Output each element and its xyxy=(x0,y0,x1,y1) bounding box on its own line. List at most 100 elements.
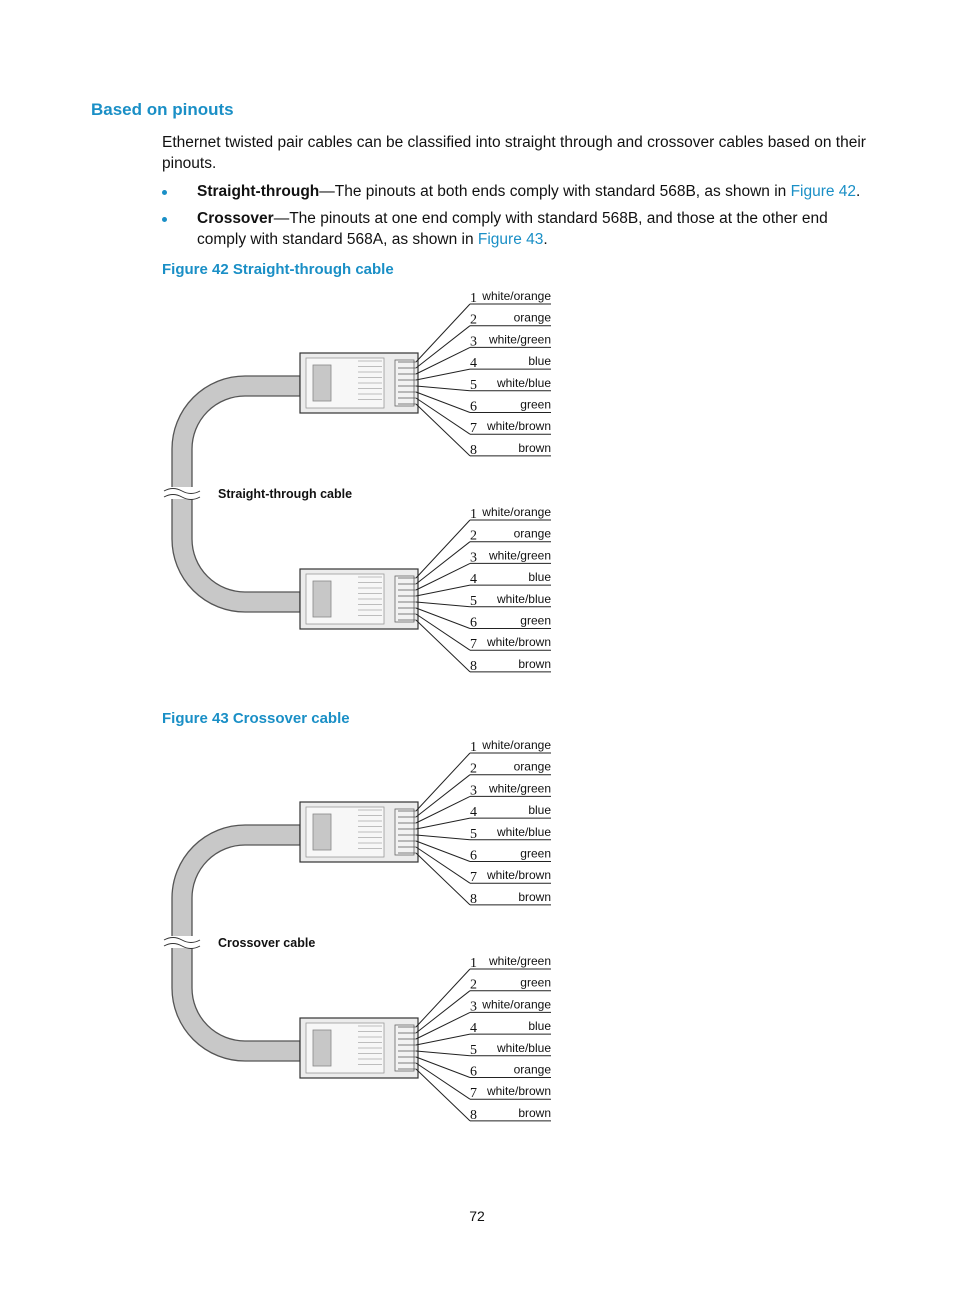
pin-number: 8 xyxy=(470,892,477,907)
bullet-text: —The pinouts at one end comply with stan… xyxy=(197,210,828,248)
wire-line xyxy=(415,846,471,884)
pin-color-label: brown xyxy=(518,1106,551,1120)
wire-line xyxy=(415,1068,471,1122)
crossover-cable-diagram: Crossover cable 1 white/orange 2 orange 3 whit… xyxy=(163,739,552,1123)
wire-line xyxy=(415,397,471,435)
pin-number: 7 xyxy=(470,1086,477,1101)
wire-line xyxy=(415,1011,471,1040)
list-item: Straight-through—The pinouts at both end… xyxy=(162,181,872,202)
wire-line xyxy=(415,834,471,841)
bullet-term: Crossover xyxy=(197,210,274,227)
wire-line xyxy=(415,613,471,651)
bullet-term: Straight-through xyxy=(197,183,320,200)
wire-line xyxy=(415,607,471,629)
wire-line xyxy=(415,346,471,375)
pin-color-label: white/green xyxy=(488,954,551,968)
wire-line xyxy=(415,385,471,392)
bullet-icon xyxy=(162,190,167,195)
wire-line xyxy=(415,541,471,585)
cable-break-mark xyxy=(163,943,201,949)
plug-latch xyxy=(312,813,332,851)
wire-line xyxy=(415,774,471,818)
pin-number: 7 xyxy=(470,637,477,652)
pin-color-label: brown xyxy=(518,890,551,904)
pin-number: 3 xyxy=(470,550,477,565)
cable-break-mark xyxy=(163,494,201,500)
pin-number: 2 xyxy=(470,529,477,544)
intro-paragraph: Ethernet twisted pair cables can be clas… xyxy=(162,134,866,172)
pin-color-label: green xyxy=(520,398,551,412)
wire-line xyxy=(415,601,471,608)
plug-latch xyxy=(312,1029,332,1067)
pin-number: 3 xyxy=(470,783,477,798)
pin-color-label: blue xyxy=(528,570,551,584)
wire-line xyxy=(415,1056,471,1078)
bullet-icon xyxy=(162,217,167,222)
plug-latch xyxy=(312,364,332,402)
cable-break-gap xyxy=(164,487,200,499)
cable-label: Crossover cable xyxy=(218,936,315,950)
wire-line xyxy=(415,403,471,457)
cable-type-list: Straight-through—The pinouts at both end… xyxy=(162,181,872,256)
pin-color-label: white/blue xyxy=(496,825,551,839)
wire-line xyxy=(415,795,471,824)
wire-line xyxy=(415,368,471,381)
pin-color-label: white/blue xyxy=(496,1041,551,1055)
wire-line xyxy=(415,840,471,862)
pin-number: 1 xyxy=(470,507,477,522)
pin-color-label: white/blue xyxy=(496,376,551,390)
pin-number: 8 xyxy=(470,443,477,458)
pin-color-label: white/orange xyxy=(481,290,551,303)
pin-number: 5 xyxy=(470,378,477,393)
figure-43-link[interactable]: Figure 43 xyxy=(477,231,544,248)
pin-block xyxy=(394,359,415,407)
wire-line xyxy=(415,325,471,369)
pin-number: 5 xyxy=(470,1043,477,1058)
bullet-text: —The pinouts at both ends comply with st… xyxy=(319,183,791,200)
wire-line xyxy=(415,752,471,812)
pin-color-label: white/blue xyxy=(496,592,551,606)
pin-color-label: white/orange xyxy=(481,739,551,752)
list-item: Crossover—The pinouts at one end comply … xyxy=(162,208,872,250)
pin-number: 6 xyxy=(470,849,477,864)
wire-line xyxy=(415,968,471,1028)
pin-number: 1 xyxy=(470,740,477,755)
pin-number: 2 xyxy=(470,313,477,328)
pin-color-label: orange xyxy=(514,1063,552,1077)
wire-line xyxy=(415,852,471,906)
pin-color-label: orange xyxy=(514,311,552,325)
wire-line xyxy=(415,1062,471,1100)
pin-color-label: white/brown xyxy=(486,419,551,433)
pin-color-label: green xyxy=(520,847,551,861)
pin-number: 4 xyxy=(470,356,477,371)
pin-number: 7 xyxy=(470,870,477,885)
pin-number: 6 xyxy=(470,616,477,631)
pin-number: 7 xyxy=(470,421,477,436)
pin-number: 4 xyxy=(470,572,477,587)
pin-number: 5 xyxy=(470,827,477,842)
pin-color-label: white/green xyxy=(488,332,551,346)
pin-number: 8 xyxy=(470,659,477,674)
bullet-end: . xyxy=(543,231,548,248)
wire-line xyxy=(415,303,471,363)
pin-number: 2 xyxy=(470,978,477,993)
pin-color-label: blue xyxy=(528,354,551,368)
pin-color-label: white/brown xyxy=(486,1084,551,1098)
pin-number: 2 xyxy=(470,762,477,777)
pin-color-label: blue xyxy=(528,803,551,817)
plug-latch xyxy=(312,580,332,618)
section-heading: Based on pinouts xyxy=(91,100,234,119)
wire-line xyxy=(415,584,471,597)
pin-color-label: brown xyxy=(518,441,551,455)
pin-block xyxy=(394,1024,415,1072)
pin-color-label: green xyxy=(520,976,551,990)
pin-block xyxy=(394,575,415,623)
wire-line xyxy=(415,817,471,830)
cable-body xyxy=(171,375,301,613)
pin-number: 3 xyxy=(470,334,477,349)
figure-42-link[interactable]: Figure 42 xyxy=(790,183,857,200)
